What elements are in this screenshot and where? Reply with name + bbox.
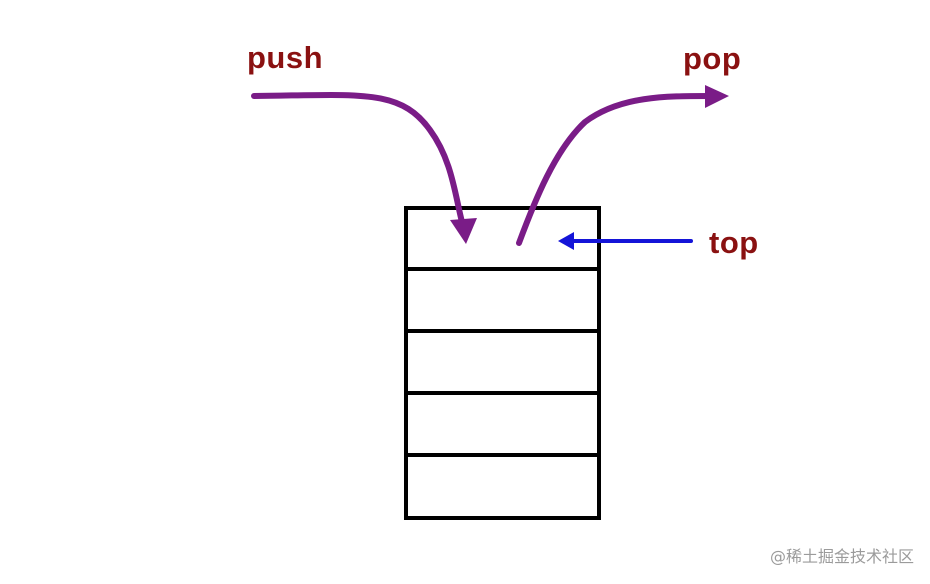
push-arrow-head [450, 218, 477, 244]
top-label: top [709, 225, 759, 260]
pop-arrow-head [705, 85, 729, 108]
stack-outline [404, 206, 601, 520]
top-pointer-head [558, 232, 574, 250]
push-arrow-curve [251, 91, 465, 225]
pop-label: pop [683, 41, 742, 76]
watermark: @稀土掘金技术社区 [769, 547, 914, 566]
push-label: push [247, 40, 324, 75]
pop-arrow-curve [516, 93, 713, 246]
